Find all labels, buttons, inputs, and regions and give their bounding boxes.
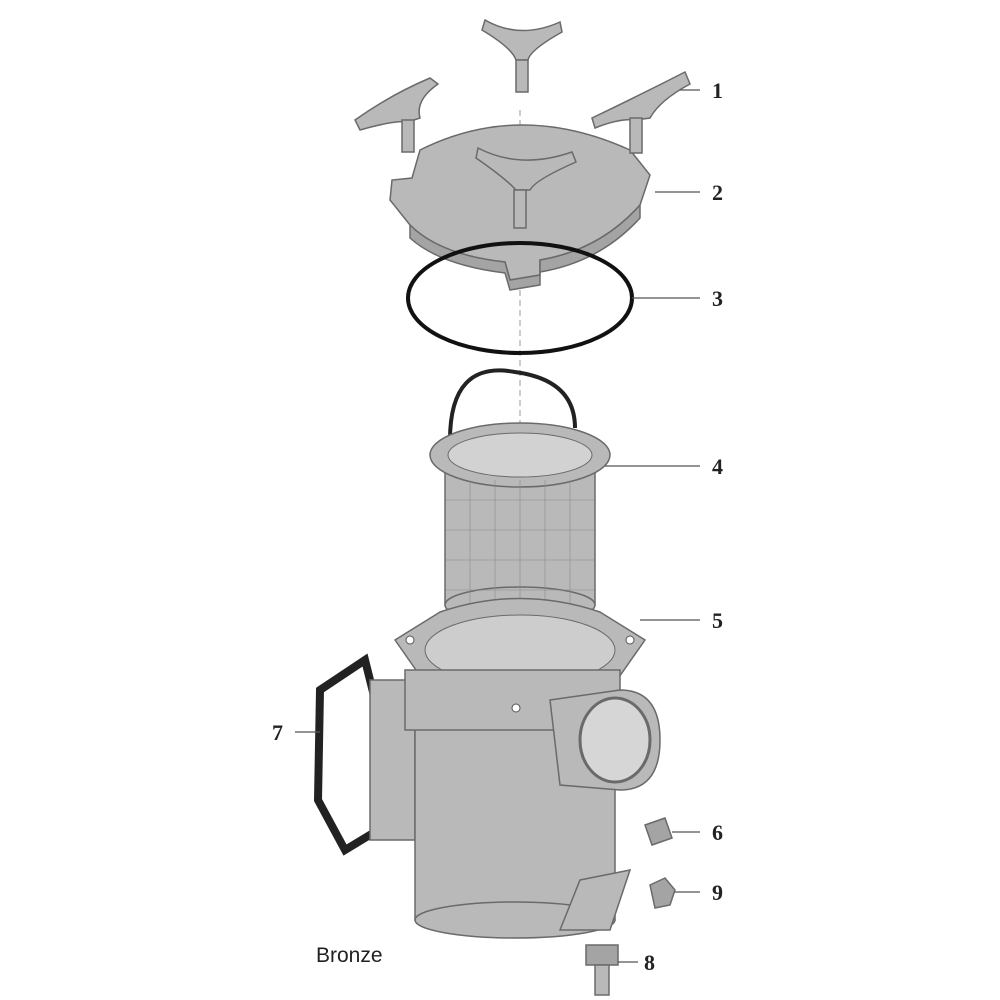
flange-gasket: [313, 653, 383, 856]
t-handle: [475, 146, 577, 229]
hex-nut: [649, 877, 676, 909]
t-handles: [354, 18, 691, 229]
callout-5: 5: [712, 608, 723, 633]
strainer-basket: [429, 368, 611, 624]
hex-bolt: [585, 944, 619, 996]
callout-2: 2: [712, 180, 723, 205]
callout-9: 9: [712, 880, 723, 905]
t-handle: [591, 70, 691, 154]
t-handle: [481, 18, 563, 93]
leader-lines: [295, 89, 700, 963]
callout-4: 4: [712, 454, 723, 479]
drain-plug: [644, 817, 673, 846]
callout-8: 8: [644, 950, 655, 975]
material-caption: Bronze: [316, 944, 383, 967]
callout-3: 3: [712, 286, 723, 311]
callout-7: 7: [272, 720, 283, 745]
t-handle: [354, 77, 440, 153]
strainer-body: [369, 597, 661, 939]
callout-6: 6: [712, 820, 723, 845]
callout-1: 1: [712, 78, 723, 103]
basket-handle: [448, 368, 577, 441]
